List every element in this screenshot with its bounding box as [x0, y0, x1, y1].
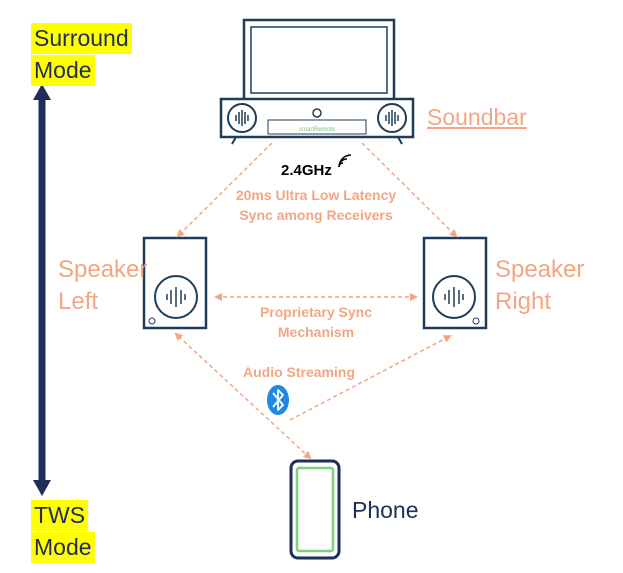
wifi-signal-icon [338, 154, 352, 168]
latency-label-line2: Sync among Receivers [239, 207, 393, 223]
speaker-right-label-line2: Right [495, 288, 552, 315]
surround-mode-label-line2: Mode [31, 55, 95, 86]
latency-label-line1: 20ms Ultra Low Latency [235, 187, 397, 203]
phone-label: Phone [352, 497, 419, 523]
soundbar-icon: smartRemote [219, 97, 415, 145]
bluetooth-icon [267, 385, 289, 415]
soundbar-label: Soundbar [427, 104, 527, 130]
tws-mode-label-line1: TWS [31, 500, 89, 531]
soundbar-brand: smartRemote [299, 127, 336, 133]
tws-mode-label-line2: Mode [31, 532, 95, 563]
audio-streaming-label: Audio Streaming [242, 364, 355, 380]
speaker-left-label-line1: Speaker [58, 256, 148, 283]
phone-icon [289, 459, 341, 560]
frequency-label: 2.4GHz [281, 162, 332, 179]
link-soundbar-right [361, 142, 458, 238]
sync-label-line1: Proprietary Sync [259, 304, 373, 320]
speaker-right-icon [422, 236, 488, 330]
tv-icon [242, 18, 396, 102]
link-phone-right [289, 335, 452, 421]
sync-label-line2: Mechanism [277, 324, 355, 340]
link-soundbar-left [176, 142, 273, 238]
speaker-left-label-line2: Left [58, 288, 99, 315]
surround-mode-label-line1: Surround [31, 23, 132, 54]
speaker-left-icon [142, 236, 208, 330]
link-phone-left [174, 332, 312, 460]
speaker-right-label-line1: Speaker [495, 256, 585, 283]
